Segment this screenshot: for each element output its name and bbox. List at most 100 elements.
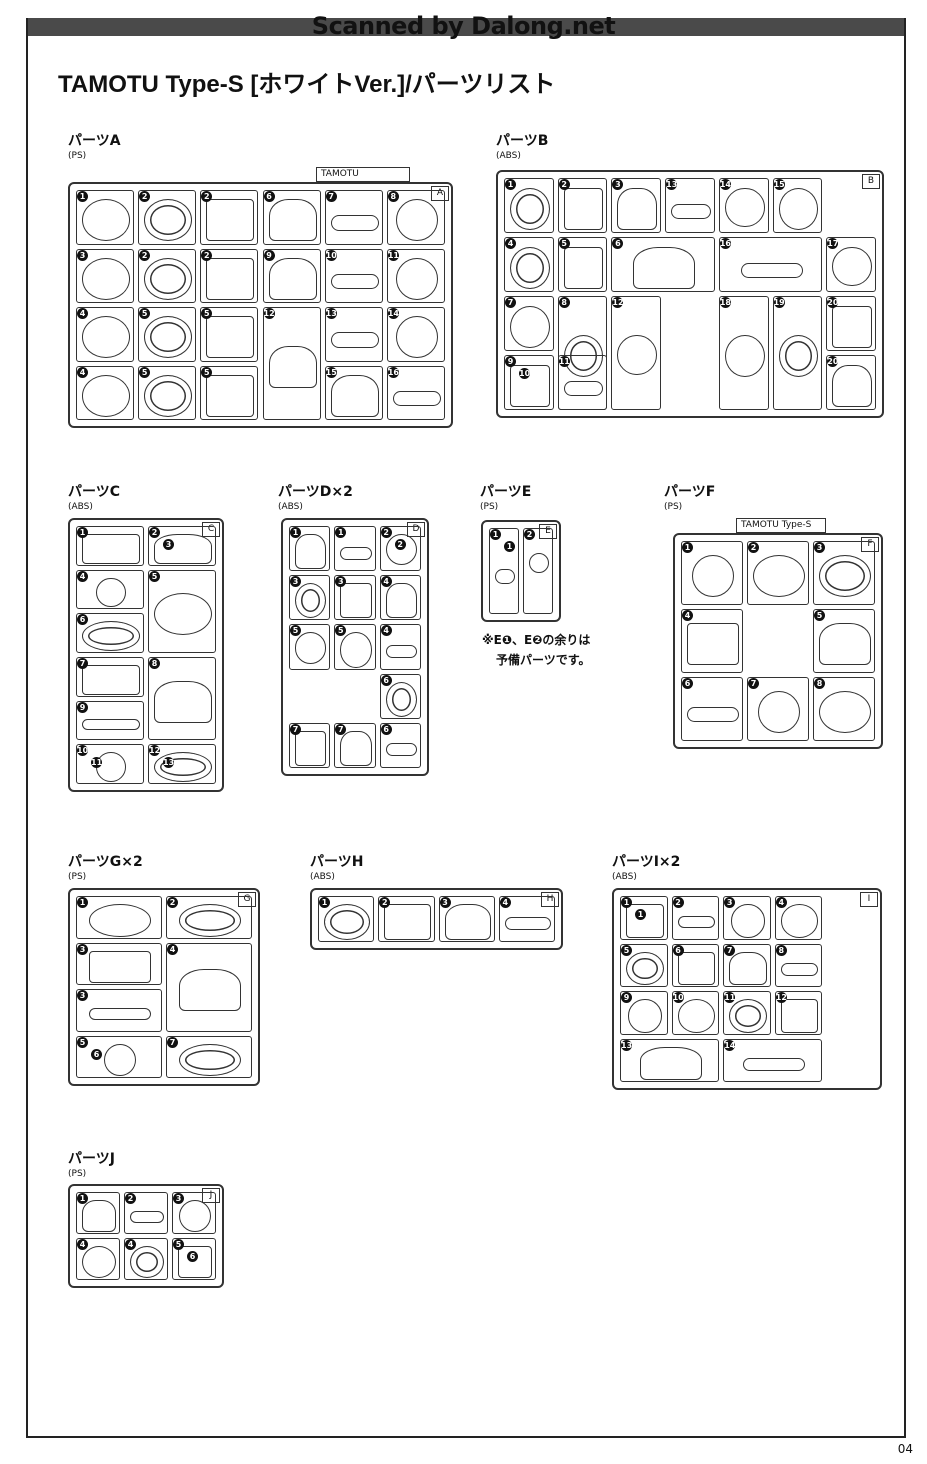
part-cell (76, 700, 144, 741)
part-cell (504, 237, 554, 292)
part-drawing (819, 691, 871, 733)
part-number-badge: 5 (558, 238, 570, 249)
part-number-badge: 4 (167, 943, 178, 955)
part-number-badge: 5 (201, 308, 213, 319)
page-number: 04 (897, 1442, 913, 1456)
part-cell (723, 896, 771, 940)
part-cell (665, 178, 715, 233)
part-drawing (330, 332, 379, 348)
part-cell (681, 541, 743, 605)
part-number-badge: 20 (827, 356, 839, 367)
part-drawing (395, 316, 438, 359)
part-drawing (206, 374, 255, 417)
part-number-badge: 10 (519, 368, 531, 379)
part-number-badge: 12 (149, 745, 161, 757)
part-cell (138, 307, 197, 362)
sprue-label-j: パーツJ(PS) (68, 1151, 115, 1179)
part-number-badge: 7 (290, 723, 301, 735)
part-drawing (753, 555, 805, 597)
part-drawing (268, 345, 317, 388)
part-number-badge: 8 (149, 658, 160, 669)
part-drawing (330, 215, 379, 231)
part-cell (813, 677, 875, 741)
sprue-letter-tag: B (862, 174, 880, 189)
part-cell (138, 190, 197, 245)
part-cell (76, 569, 144, 610)
part-cell (504, 178, 554, 233)
part-number-badge: 4 (380, 625, 392, 637)
part-cell (172, 1192, 216, 1234)
part-cell (124, 1192, 168, 1234)
part-number-badge: 5 (201, 366, 213, 378)
part-drawing (832, 246, 872, 287)
part-number-badge: 6 (91, 1048, 102, 1060)
part-number-badge: 14 (719, 179, 731, 190)
part-drawing (340, 730, 372, 766)
part-drawing (385, 583, 417, 619)
part-cell (76, 989, 162, 1032)
part-number-badge: 2 (139, 191, 151, 202)
part-number-badge: 14 (724, 1039, 736, 1051)
part-number-badge: 3 (335, 576, 347, 588)
part-drawing (780, 963, 819, 976)
part-number-badge: 5 (621, 944, 632, 956)
part-drawing (731, 904, 765, 938)
part-number-badge: 1 (335, 527, 347, 538)
part-drawing (724, 335, 765, 377)
part-number-badge: 3 (173, 1193, 184, 1204)
part-number-badge: 5 (173, 1239, 184, 1250)
part-number-badge: 11 (387, 249, 399, 261)
part-number-badge: 7 (325, 191, 337, 202)
part-drawing (687, 707, 739, 723)
part-drawing (819, 623, 871, 665)
part-cell (324, 248, 383, 303)
part-drawing (154, 752, 212, 782)
part-drawing (729, 999, 767, 1033)
part-cell (200, 248, 259, 303)
part-drawing (392, 390, 441, 407)
part-number-badge: 1 (635, 909, 646, 920)
part-cell (172, 1238, 216, 1280)
part-drawing (82, 257, 131, 300)
part-number-badge: 7 (748, 678, 759, 689)
part-number-badge: 2 (379, 897, 391, 908)
part-drawing (384, 904, 431, 940)
part-drawing (144, 316, 193, 359)
part-number-badge: 7 (167, 1036, 178, 1048)
part-drawing (82, 1246, 116, 1278)
part-drawing (96, 577, 126, 608)
part-drawing (295, 730, 327, 766)
part-number-badge: 5 (290, 625, 301, 637)
part-number-badge: 3 (439, 897, 451, 908)
part-cell (166, 942, 252, 1032)
part-drawing (510, 187, 550, 230)
part-drawing (89, 1008, 151, 1021)
part-cell (611, 178, 662, 233)
part-number-badge: 3 (290, 576, 301, 588)
part-cell (262, 190, 321, 245)
part-number-badge: 7 (335, 723, 347, 735)
part-drawing (179, 1043, 241, 1076)
part-cell (747, 677, 809, 741)
part-cell (813, 541, 875, 605)
part-number-badge: 2 (524, 529, 535, 540)
part-drawing (340, 546, 372, 560)
part-number-badge: 2 (167, 897, 178, 908)
page-frame (26, 18, 906, 1438)
part-drawing (154, 534, 212, 564)
part-cell (262, 248, 321, 303)
part-cell (289, 722, 331, 768)
part-cell (200, 190, 259, 245)
part-drawing (82, 374, 131, 417)
part-cell (148, 744, 216, 784)
part-cell (76, 613, 144, 653)
part-cell (76, 1238, 120, 1280)
part-number-badge: 8 (387, 191, 399, 202)
part-number-badge: 11 (91, 757, 103, 769)
part-drawing (144, 199, 193, 242)
part-drawing (677, 999, 716, 1033)
part-drawing (295, 583, 327, 619)
part-cell (504, 355, 554, 410)
